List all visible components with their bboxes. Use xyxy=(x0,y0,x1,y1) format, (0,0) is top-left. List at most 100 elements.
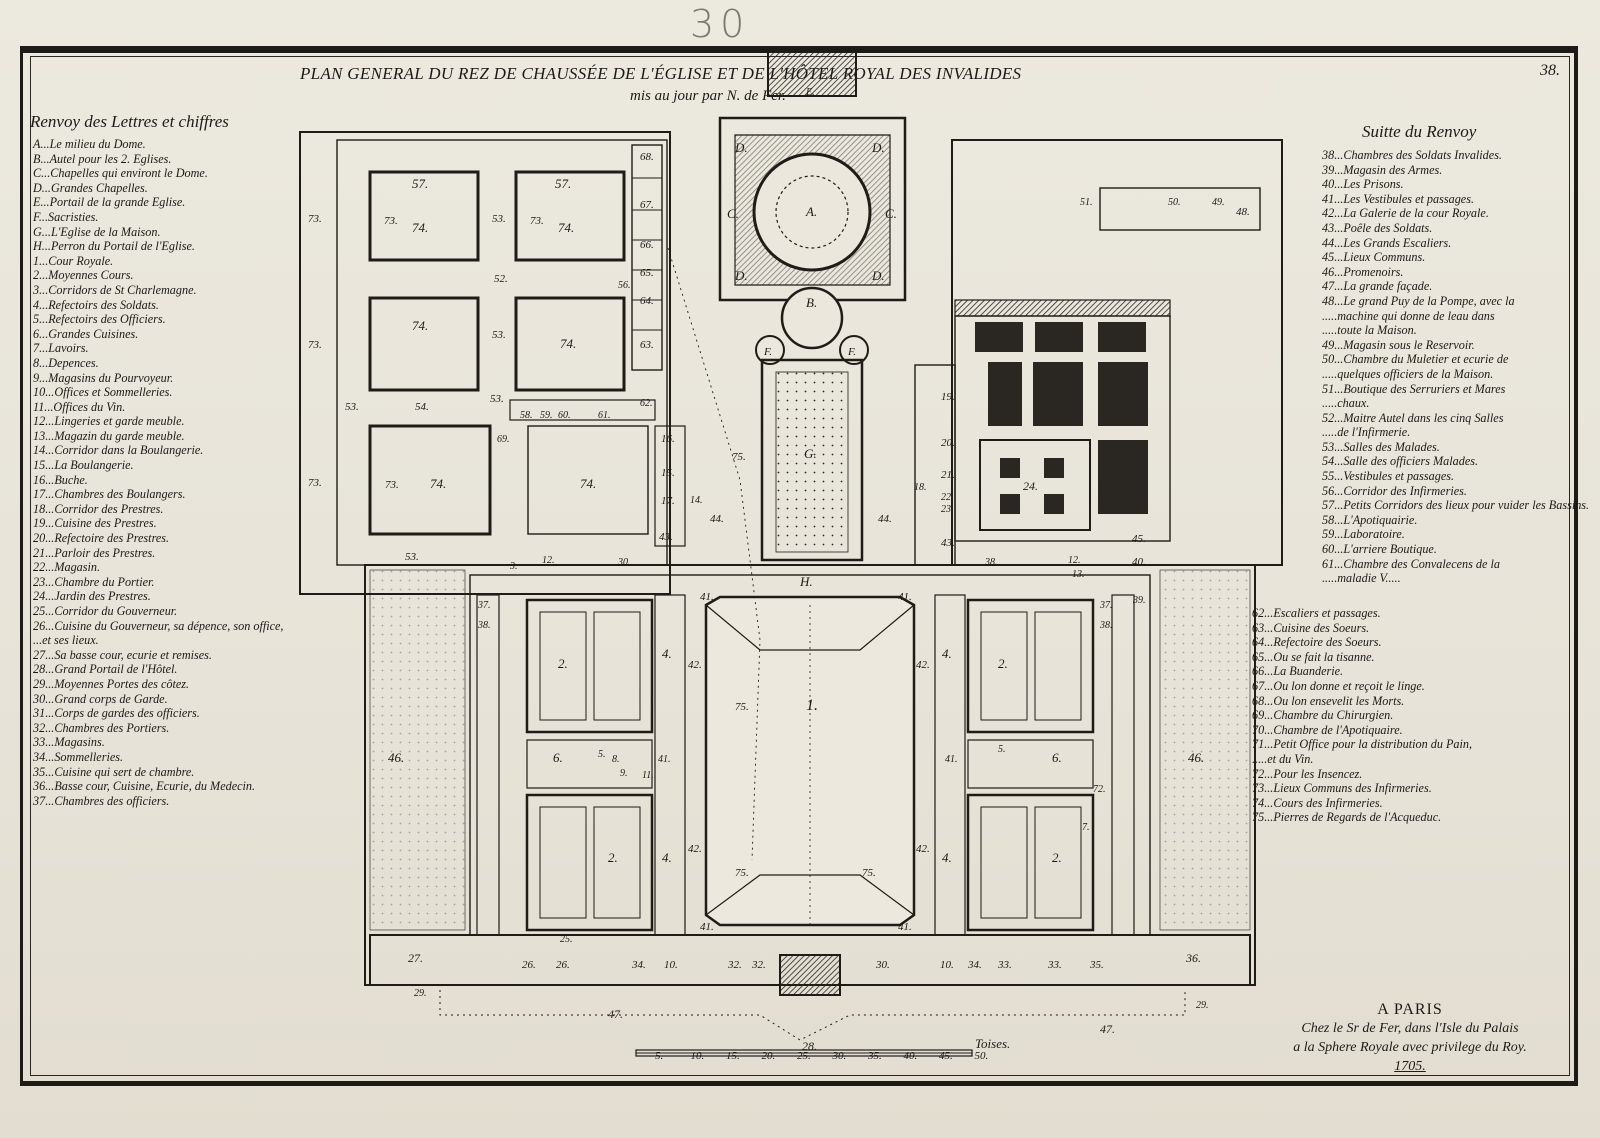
legend-entry: 59...Laboratoire. xyxy=(1322,527,1405,542)
plan-label-court-2-ne: 2. xyxy=(998,656,1008,671)
plan-label-8: 8. xyxy=(612,754,620,765)
legend-entry: 3...Corridors de St Charlemagne. xyxy=(33,282,197,297)
plan-label-58: 58. xyxy=(520,410,533,421)
plan-label-19: 19. xyxy=(941,391,955,403)
scale-tick-label: 5. xyxy=(655,1050,664,1062)
legend-entry: 34...Sommelleries. xyxy=(33,749,124,764)
sacristy-west xyxy=(755,335,785,365)
legend-entry: 16...Buche. xyxy=(33,472,88,487)
legend-entry: G...L'Eglise de la Maison. xyxy=(33,224,161,239)
plan-label-72: 72. xyxy=(1093,784,1106,795)
plan-label-45: 45. xyxy=(1132,533,1146,545)
garden-gallery xyxy=(954,299,1171,317)
legend-entry: 25...Corridor du Gouverneur. xyxy=(33,604,178,618)
plan-label-25: 25. xyxy=(560,934,573,945)
map-subtitle: mis au jour par N. de Fer. xyxy=(630,88,786,104)
legend-entry: 40...Les Prisons. xyxy=(1322,177,1404,192)
plan-label-57: 57. xyxy=(412,176,428,191)
plan-label-74e: 74. xyxy=(430,476,446,491)
plan-label-b: B. xyxy=(806,295,817,310)
plan-label-32-west: 32. xyxy=(727,959,742,971)
plan-label-d-nw: D. xyxy=(734,140,748,155)
plan-label-59: 59. xyxy=(540,410,553,421)
legend-entry: 52...Maitre Autel dans les cinq Salles xyxy=(1322,410,1504,425)
imprint-line-1: Chez le Sr de Fer, dans l'Isle du Palais xyxy=(1301,1021,1519,1036)
legend-entry: .....maladie V..... xyxy=(1322,571,1401,586)
plan-label-41d: 41. xyxy=(898,921,912,933)
scale-unit: Toises. xyxy=(975,1036,1011,1051)
altar-apse xyxy=(780,286,844,350)
plan-label-32b: 32. xyxy=(751,959,766,971)
plan-label-e: E. xyxy=(805,87,815,98)
plan-label-42a: 42. xyxy=(688,659,702,671)
plan-label-67: 67. xyxy=(640,199,654,211)
soldiers-church-nave xyxy=(760,358,864,562)
legend-entry: .....chaux. xyxy=(1322,396,1370,411)
pump-building xyxy=(1099,187,1261,231)
legend-entry: 7...Lavoirs. xyxy=(33,341,89,356)
legend-right-lower-list: 62...Escaliers et passages.63...Cuisine … xyxy=(1252,606,1572,825)
plan-label-40: 40. xyxy=(1132,556,1146,568)
plan-label-74d: 74. xyxy=(560,336,576,351)
plan-label-18: 18. xyxy=(914,482,927,493)
legend-entry: .....quelques officiers de la Maison. xyxy=(1322,366,1494,381)
legend-entry: 46...Promenoirs. xyxy=(1322,264,1404,279)
legend-entry: 15...La Boulangerie. xyxy=(33,458,134,473)
apothecary-rooms xyxy=(509,399,656,421)
east-court-south xyxy=(966,793,1095,932)
legend-entry: 74...Cours des Infirmeries. xyxy=(1252,795,1383,810)
scale-tick-label: 20. xyxy=(761,1050,776,1062)
scale-tick-label: 40. xyxy=(903,1050,918,1062)
legend-entry: 20...Refectoire des Prestres. xyxy=(33,531,170,546)
legend-entry: E...Portail de la grande Eglise. xyxy=(33,195,186,210)
plan-label-73c: 73. xyxy=(385,479,399,491)
west-court-north xyxy=(525,598,654,734)
legend-entry: 12...Lingeries et garde meuble. xyxy=(33,414,185,429)
legend-entry: 55...Vestibules et passages. xyxy=(1322,469,1455,484)
scale-tick-label: 15. xyxy=(726,1050,740,1062)
legend-entry: 49...Magasin sous le Reservoir. xyxy=(1322,337,1475,352)
legend-entry: 38...Chambres des Soldats Invalides. xyxy=(1322,148,1502,162)
legend-entry: 56...Corridor des Infirmeries. xyxy=(1322,483,1467,498)
imprint-line-2: a la Sphere Royale avec privilege du Roy… xyxy=(1293,1040,1527,1055)
plan-label-f-east: F. xyxy=(847,346,856,358)
plan-label-kitchen-east: 6. xyxy=(1052,750,1062,765)
plan-label-12-west: 12. xyxy=(542,555,555,566)
east-soldiers-rooms xyxy=(1111,594,1135,936)
plan-label-cour-royale: 1. xyxy=(806,697,818,714)
legend-entry: 39...Magasin des Armes. xyxy=(1322,162,1443,177)
plan-label-73b: 73. xyxy=(530,215,544,227)
plan-label-73a: 73. xyxy=(384,215,398,227)
imprint-year: 1705. xyxy=(1394,1059,1426,1074)
map-border-outer xyxy=(20,46,1578,1086)
legend-entry: 51...Boutique des Serruriers et Mares xyxy=(1322,381,1506,396)
plan-label-14: 14. xyxy=(690,495,703,506)
plan-label-48: 48. xyxy=(1236,206,1250,218)
plan-label-64: 64. xyxy=(640,295,654,307)
plan-label-34-west: 34. xyxy=(631,959,646,971)
legend-entry: H...Perron du Portail de l'Eglise. xyxy=(33,239,195,254)
legend-entry: 75...Pierres de Regards de l'Acqueduc. xyxy=(1252,810,1442,825)
plan-label-44-west: 44. xyxy=(710,513,724,525)
legend-entry: 63...Cuisine des Soeurs. xyxy=(1252,620,1370,635)
plan-label-16: 16. xyxy=(661,433,675,445)
legend-entry: 48...Le grand Puy de la Pompe, avec la xyxy=(1322,293,1515,308)
plan-label-10-west: 10. xyxy=(664,959,678,971)
grand-portal xyxy=(779,954,841,996)
aqueduct-line xyxy=(667,247,761,861)
plan-label-5: 5. xyxy=(598,749,606,760)
legend-entry: 29...Moyennes Portes des côtez. xyxy=(33,676,190,691)
plan-label-38-east: 38. xyxy=(1099,620,1113,631)
infirmary-court-5 xyxy=(368,424,492,536)
plan-label-30-north: 30. xyxy=(617,557,631,568)
plan-label-refectory-east-2: 4. xyxy=(942,850,952,865)
plan-label-a: A. xyxy=(805,204,817,219)
plan-label-69: 69. xyxy=(497,434,510,445)
legend-left-list: A...Le milieu du Dome.B...Autel pour les… xyxy=(33,137,363,808)
infirmary-service-wing xyxy=(631,144,663,371)
plan-label-30: 30. xyxy=(875,959,890,971)
dome-portal xyxy=(767,51,857,97)
scale-ticks: 5.10.15.20.25.30.35.40.45.50. xyxy=(655,1050,1010,1062)
scale-tick-label: 35. xyxy=(868,1050,882,1062)
